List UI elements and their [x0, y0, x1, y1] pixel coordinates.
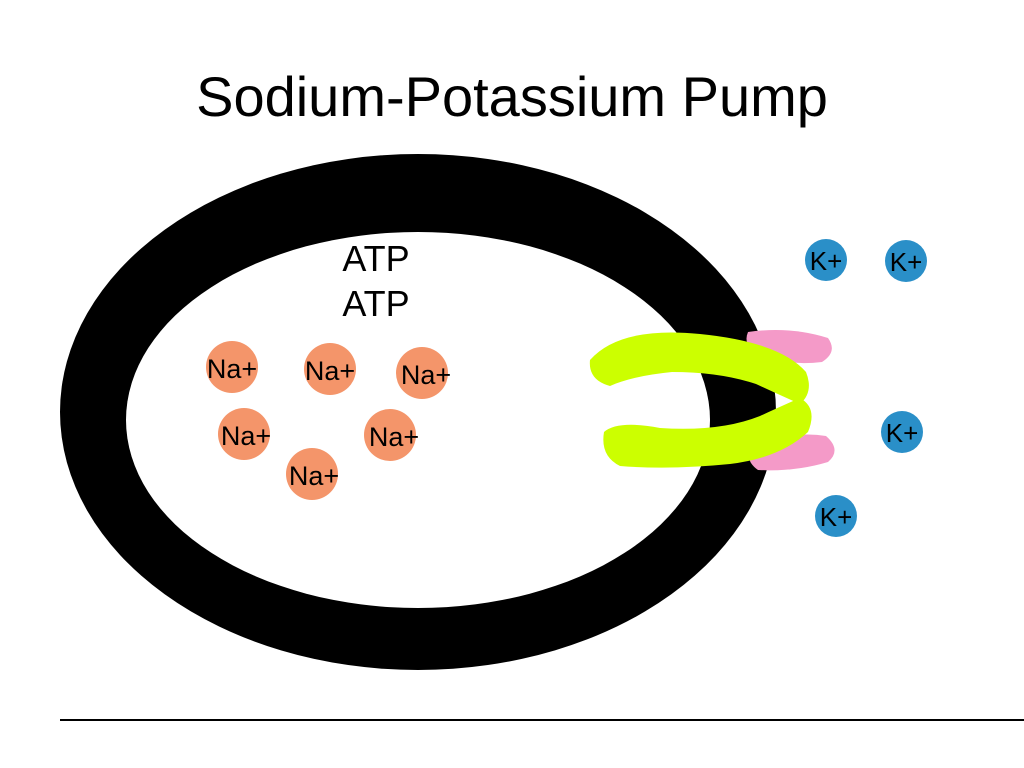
potassium-ion: K+ — [881, 411, 923, 453]
atp-label: ATP — [342, 238, 409, 279]
sodium-ion-label: Na+ — [221, 421, 271, 451]
sodium-ion: Na+ — [304, 343, 356, 395]
potassium-ion: K+ — [805, 239, 847, 281]
potassium-ion-label: K+ — [886, 418, 919, 448]
sodium-ion-label: Na+ — [401, 360, 451, 390]
potassium-ion: K+ — [885, 240, 927, 282]
atp-label: ATP — [342, 283, 409, 324]
cell-interior — [126, 232, 710, 608]
potassium-ion-label: K+ — [810, 246, 843, 276]
potassium-ion-label: K+ — [890, 247, 923, 277]
sodium-ion: Na+ — [206, 341, 258, 393]
sodium-ion-label: Na+ — [207, 354, 257, 384]
footer-divider — [60, 719, 1024, 721]
sodium-ion-label: Na+ — [369, 422, 419, 452]
potassium-ion: K+ — [815, 495, 857, 537]
potassium-ion-label: K+ — [820, 502, 853, 532]
sodium-ion-label: Na+ — [305, 356, 355, 386]
cell-membrane — [60, 154, 776, 670]
sodium-ion-label: Na+ — [289, 461, 339, 491]
